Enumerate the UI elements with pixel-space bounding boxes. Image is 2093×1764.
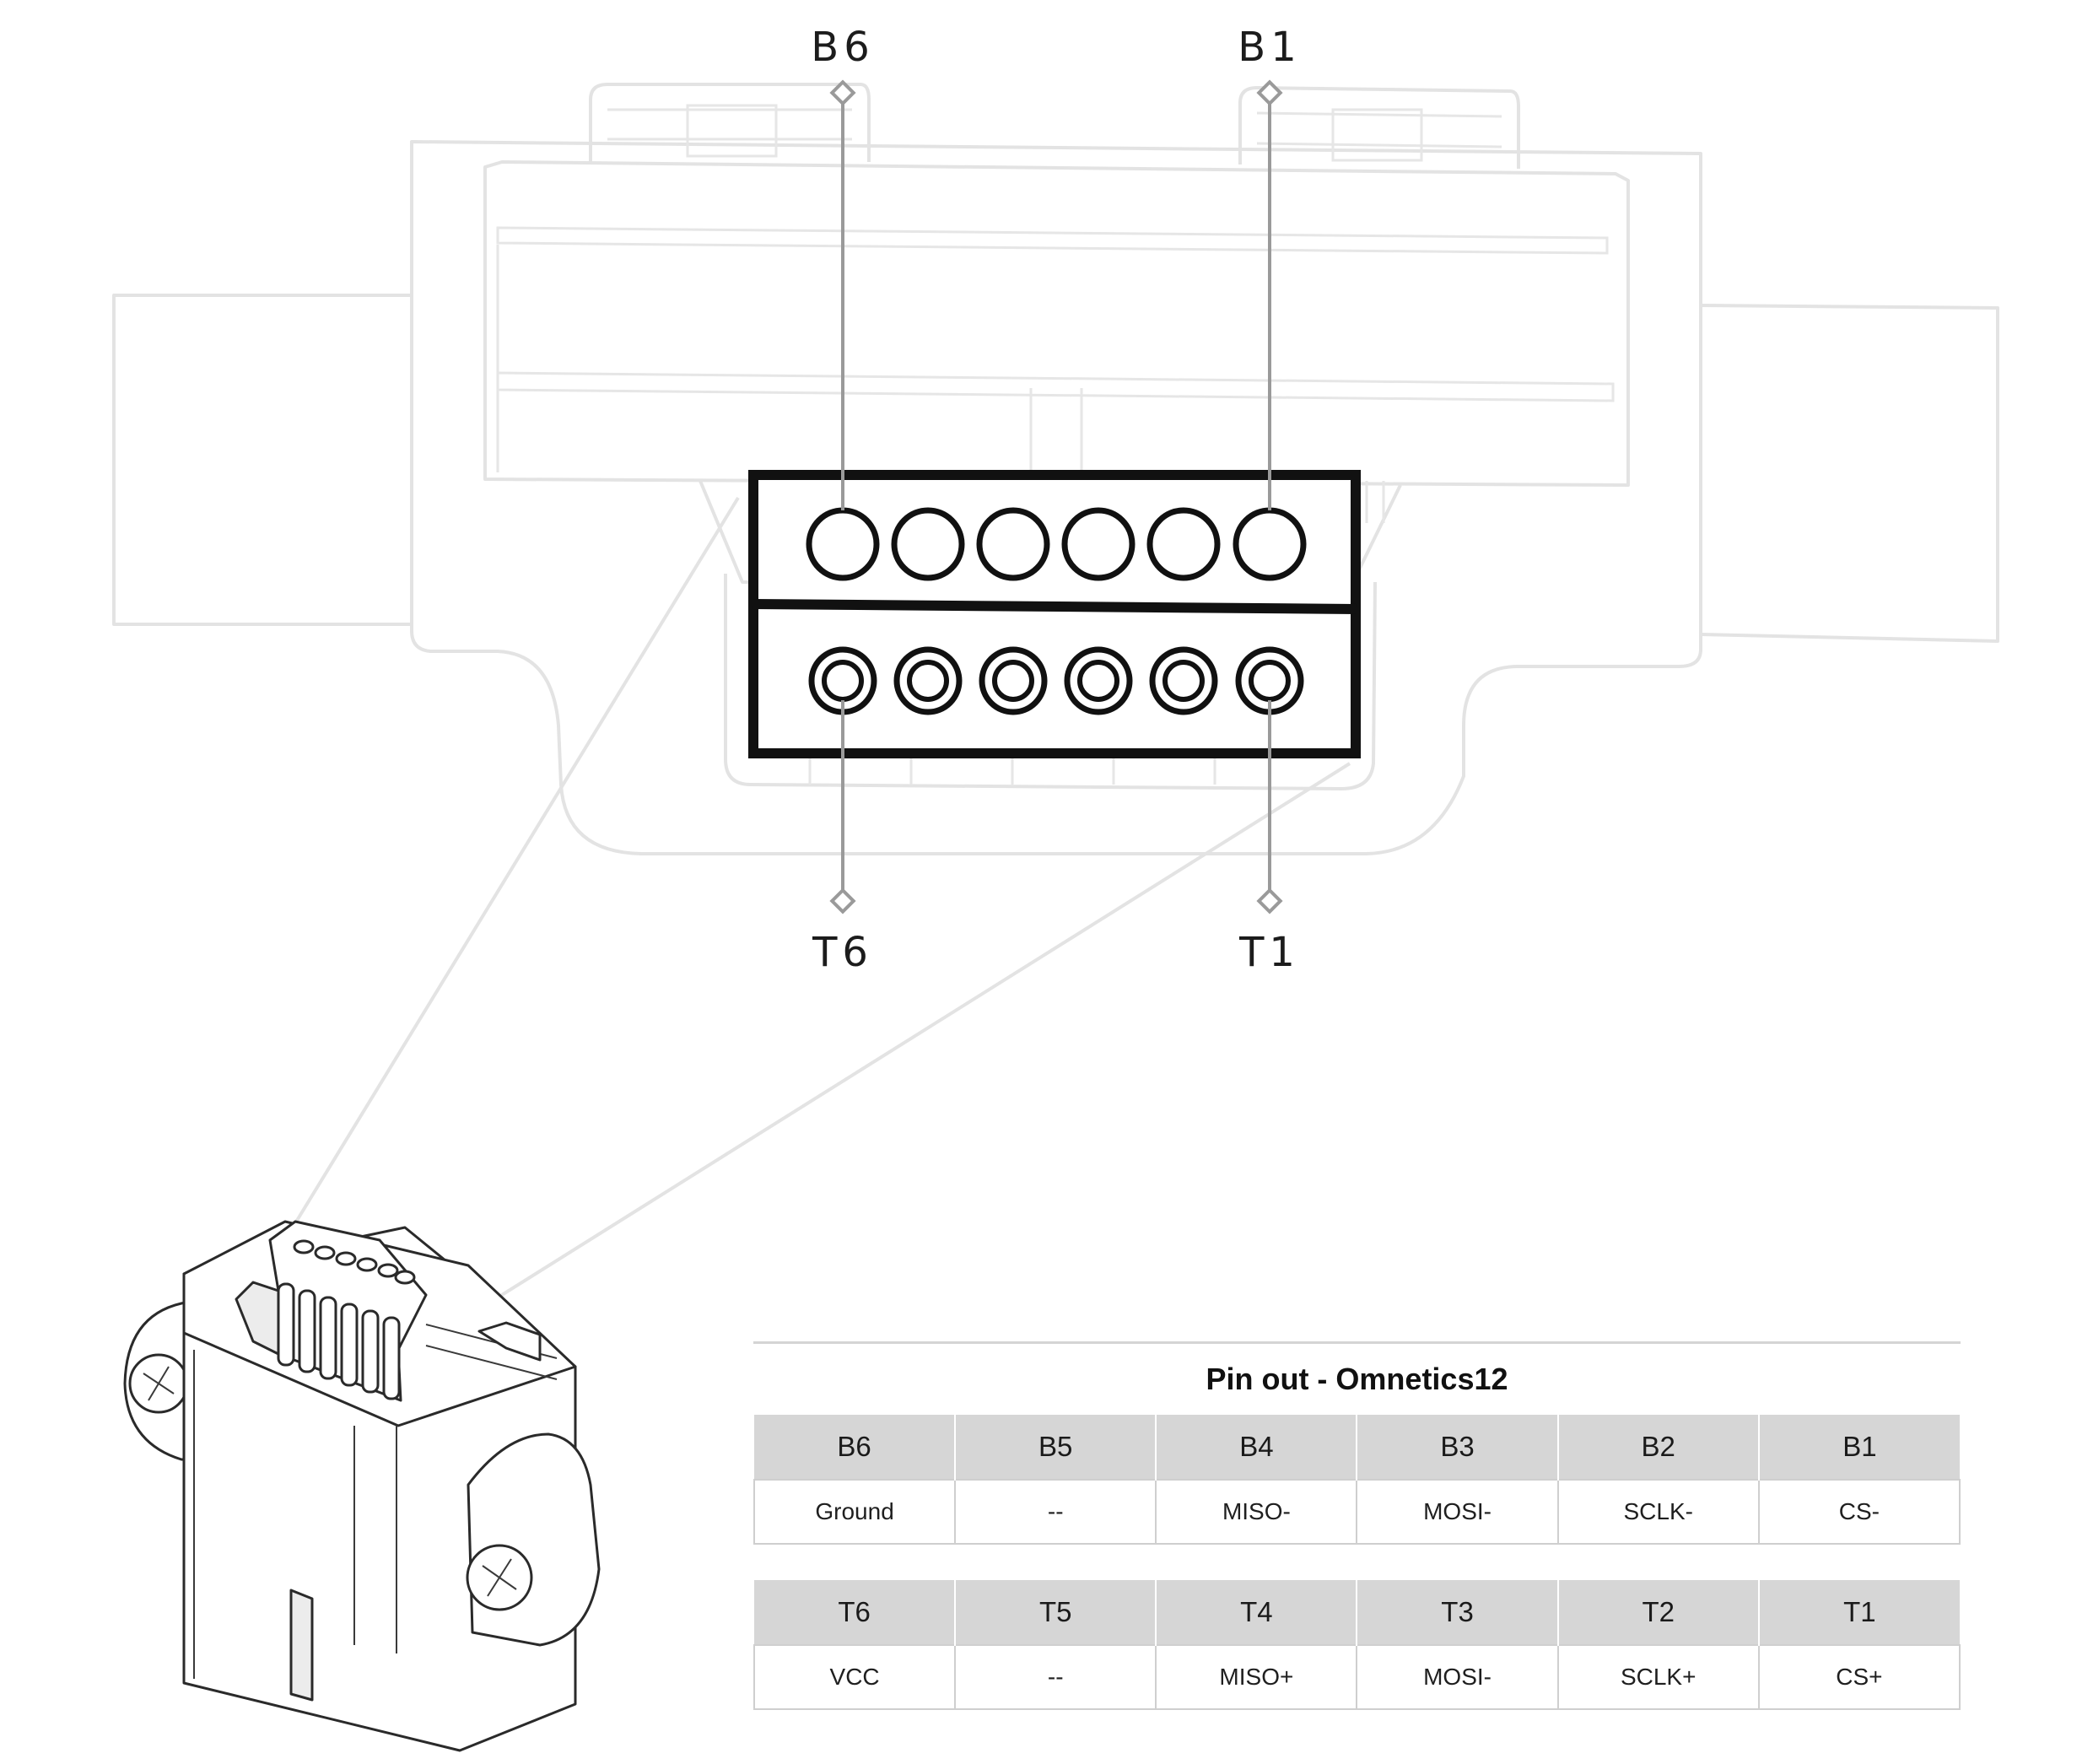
header-b2: B2: [1556, 1415, 1759, 1480]
signal-b5: --: [954, 1479, 1157, 1545]
signal-t5: --: [954, 1644, 1157, 1710]
iso-sockets: [293, 1239, 416, 1285]
b-row-pins: [806, 507, 1307, 581]
header-t3: T3: [1356, 1580, 1558, 1645]
t-row-pins: [808, 646, 1304, 715]
leader-lines: [829, 79, 1283, 914]
leader-tip-b6: [829, 79, 856, 106]
pin-b2: [1146, 507, 1221, 581]
pinout-table: Pin out - Omnetics12 B6 B5 B4 B3 B2 B1 G…: [753, 1341, 1961, 1710]
signal-b3: MOSI-: [1356, 1479, 1559, 1545]
table-header-row: B6 B5 B4 B3 B2 B1: [754, 1415, 1960, 1480]
header-t2: T2: [1556, 1580, 1759, 1645]
signal-t2: SCLK+: [1556, 1644, 1760, 1710]
signal-t6: VCC: [753, 1644, 957, 1710]
leader-tip-t1: [1256, 887, 1283, 914]
header-b4: B4: [1155, 1415, 1357, 1480]
pin-t4: [979, 646, 1048, 715]
pin-b3: [1061, 507, 1136, 581]
pin-t5: [893, 646, 963, 715]
label-t1: T1: [1238, 929, 1300, 976]
bottom-row-table: B6 B5 B4 B3 B2 B1 Ground -- MISO- MOSI- …: [753, 1415, 1961, 1545]
pin-b6: [806, 507, 880, 581]
header-b5: B5: [954, 1415, 1157, 1480]
table-gap: [753, 1545, 1961, 1580]
signal-b4: MISO-: [1155, 1479, 1358, 1545]
label-t6: T6: [812, 929, 873, 976]
signal-t4: MISO+: [1155, 1644, 1358, 1710]
iso-pins: [277, 1282, 401, 1400]
pin-t2: [1149, 646, 1218, 715]
table-row: VCC -- MISO+ MOSI- SCLK+ CS+: [753, 1644, 1961, 1710]
header-t5: T5: [954, 1580, 1157, 1645]
header-b6: B6: [754, 1415, 956, 1480]
signal-t1: CS+: [1757, 1644, 1961, 1710]
isometric-connector: [123, 1220, 601, 1752]
header-t4: T4: [1155, 1580, 1357, 1645]
pinout-title: Pin out - Omnetics12: [1206, 1362, 1508, 1396]
pin-b4: [976, 507, 1050, 581]
signal-b1: CS-: [1757, 1479, 1961, 1545]
pin-t1: [1235, 646, 1304, 715]
leader-tip-b1: [1256, 79, 1283, 106]
header-t6: T6: [754, 1580, 956, 1645]
pin-t6: [808, 646, 877, 715]
table-row: Ground -- MISO- MOSI- SCLK- CS-: [753, 1479, 1961, 1545]
signal-b2: SCLK-: [1556, 1479, 1760, 1545]
header-t1: T1: [1757, 1580, 1960, 1645]
table-header-row: T6 T5 T4 T3 T2 T1: [754, 1580, 1960, 1645]
pin-t3: [1064, 646, 1133, 715]
pin-b5: [891, 507, 965, 581]
header-b1: B1: [1757, 1415, 1960, 1480]
label-b6: B6: [811, 24, 874, 71]
header-b3: B3: [1356, 1415, 1558, 1480]
housing-outline: [112, 83, 1999, 855]
signal-t3: MOSI-: [1356, 1644, 1559, 1710]
projection-lines: [294, 496, 1351, 1318]
top-row-table: T6 T5 T4 T3 T2 T1 VCC -- MISO+ MOSI- SCL…: [753, 1580, 1961, 1710]
label-b1: B1: [1238, 24, 1301, 71]
leader-tip-t6: [829, 887, 856, 914]
pin-b1: [1233, 507, 1307, 581]
signal-b6: Ground: [753, 1479, 957, 1545]
